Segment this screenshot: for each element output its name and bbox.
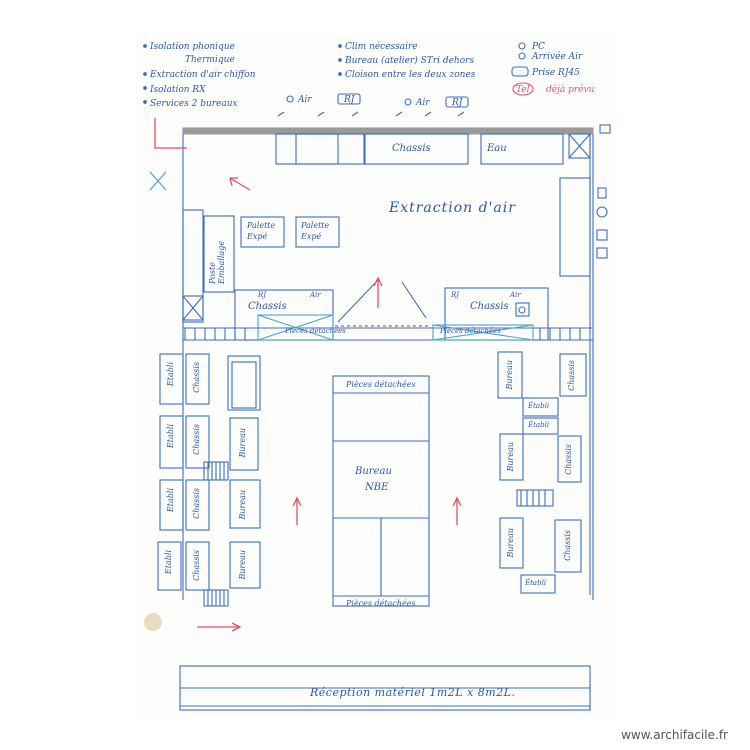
air-marker-2: Air — [510, 291, 521, 299]
etabli-r1: Établi — [528, 402, 550, 410]
chassis-l1: Chassis — [192, 362, 201, 393]
pieces-right: Pièces détachées — [440, 327, 501, 335]
etabli-3: Établi — [166, 488, 175, 513]
etabli-2: Établi — [166, 424, 175, 449]
chassis-l4: Chassis — [192, 550, 201, 581]
etabli-1: Établi — [166, 362, 175, 387]
chassis-l3: Chassis — [192, 488, 201, 519]
legend-left-1: Isolation phonique — [150, 42, 235, 52]
legend-left-3: Extraction d'air chiffon — [150, 70, 256, 80]
symbol-rj-1: RJ — [344, 95, 355, 105]
poste-emballage: Poste Emballage — [208, 240, 226, 284]
watermark: www.archifacile.fr — [621, 728, 728, 742]
etabli-r2: Établi — [528, 421, 550, 429]
chassis-r2: Chassis — [564, 444, 573, 475]
chassis-right: Chassis — [470, 301, 509, 312]
bureau-r1: Bureau — [505, 360, 514, 390]
legend-right-2: Arrivée Air — [532, 52, 583, 62]
chassis-top: Chassis — [392, 143, 431, 154]
paper-sheet — [135, 35, 615, 715]
palette-2: Palette Expé — [301, 221, 330, 241]
chassis-l2: Chassis — [192, 424, 201, 455]
symbol-air-2: Air — [416, 98, 430, 108]
etabli-4: Établi — [164, 550, 173, 575]
rj-marker-2: RJ — [451, 291, 460, 299]
legend-mid-3: Cloison entre les deux zones — [345, 70, 476, 80]
legend-left-4: Isolation RX — [150, 85, 206, 95]
pieces-bottom: Pièces détachées — [346, 599, 416, 608]
rj-marker-1: RJ — [258, 291, 267, 299]
bureau-center-sub: NBE — [365, 482, 389, 493]
bureau-l3: Bureau — [238, 550, 247, 580]
pieces-top: Pièces détachées — [346, 380, 416, 389]
legend-left-2: Thermique — [185, 55, 235, 65]
pieces-left: Pièces détachées — [285, 327, 346, 335]
bureau-l1: Bureau — [238, 428, 247, 458]
bureau-r3: Bureau — [506, 528, 515, 558]
legend-left-5: Services 2 bureaux — [150, 99, 238, 109]
chassis-r3: Chassis — [563, 530, 572, 561]
reception-label: Réception matériel 1m2L x 8m2L. — [310, 686, 516, 699]
legend-right-3: Prise RJ45 — [532, 68, 580, 78]
air-marker-1: Air — [310, 291, 321, 299]
bureau-l2: Bureau — [238, 490, 247, 520]
palette-1: Palette Expé — [247, 221, 276, 241]
legend-right-5: déjà prévu — [546, 85, 595, 95]
etabli-r3: Établi — [525, 579, 547, 587]
bureau-r2: Bureau — [506, 442, 515, 472]
eau-label: Eau — [487, 143, 507, 154]
bureau-center: Bureau — [355, 466, 392, 477]
legend-mid-2: Bureau (atelier) STri dehors — [345, 56, 475, 66]
symbol-rj-2: RJ — [452, 98, 463, 108]
symbol-air-1: Air — [298, 95, 312, 105]
extraction-label: Extraction d'air — [389, 200, 516, 216]
chassis-left: Chassis — [248, 301, 287, 312]
legend-right-4: Tel — [516, 85, 530, 95]
legend-mid-1: Clim nécessaire — [345, 42, 418, 52]
chassis-r1: Chassis — [567, 360, 576, 391]
legend-right-1: PC — [532, 42, 545, 52]
